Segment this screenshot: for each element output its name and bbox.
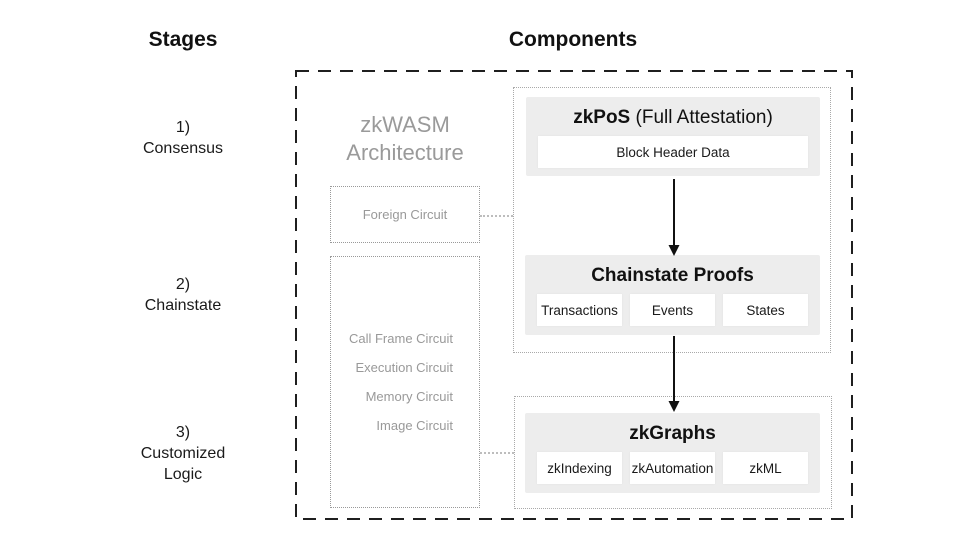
foreign-circuit-box: Foreign Circuit bbox=[330, 186, 480, 243]
stage-name: Consensus bbox=[142, 140, 224, 157]
stage-name: Chainstate bbox=[144, 297, 222, 314]
stages-column-header: Stages bbox=[148, 28, 218, 51]
stage-number: 1) bbox=[175, 119, 191, 136]
events-chip: Events bbox=[630, 294, 715, 326]
foreign-circuit-connector-line bbox=[480, 215, 513, 217]
image-circuit-label: Image Circuit bbox=[376, 418, 453, 433]
stage-number: 2) bbox=[175, 276, 191, 293]
zkgraphs-items-row: zkIndexing zkAutomation zkML bbox=[537, 452, 808, 484]
stage-number: 3) bbox=[175, 424, 191, 441]
stage-label-chainstate: 2) Chainstate bbox=[128, 274, 238, 316]
wasm-circuits-box: Call Frame Circuit Execution Circuit Mem… bbox=[330, 256, 480, 508]
chainstate-proofs-title: Chainstate Proofs bbox=[591, 265, 754, 286]
memory-circuit-label: Memory Circuit bbox=[365, 389, 453, 404]
zkpos-title-bold: zkPoS bbox=[573, 107, 631, 128]
zkml-chip: zkML bbox=[723, 452, 808, 484]
zkpos-panel: zkPoS (Full Attestation) Block Header Da… bbox=[526, 97, 820, 176]
zkwasm-architecture-label: zkWASM Architecture bbox=[346, 112, 464, 165]
zkpos-title-suffix: (Full Attestation) bbox=[630, 107, 773, 128]
transactions-chip: Transactions bbox=[537, 294, 622, 326]
zkindexing-chip: zkIndexing bbox=[537, 452, 622, 484]
zkgraphs-title: zkGraphs bbox=[629, 423, 716, 444]
execution-circuit-label: Execution Circuit bbox=[355, 360, 453, 375]
zkautomation-chip: zkAutomation bbox=[630, 452, 715, 484]
stage-name: Customized Logic bbox=[140, 445, 226, 483]
block-header-data-chip: Block Header Data bbox=[538, 136, 808, 168]
zkpos-items-row: Block Header Data bbox=[538, 136, 808, 168]
call-frame-circuit-label: Call Frame Circuit bbox=[348, 331, 453, 346]
components-column-header: Components bbox=[508, 28, 638, 51]
circuits-zkgraphs-connector-line bbox=[480, 452, 514, 454]
states-chip: States bbox=[723, 294, 808, 326]
stage-label-consensus: 1) Consensus bbox=[128, 117, 238, 159]
zkgraphs-panel: zkGraphs zkIndexing zkAutomation zkML bbox=[525, 413, 820, 493]
zkpos-title: zkPoS (Full Attestation) bbox=[526, 97, 820, 129]
chainstate-proofs-panel: Chainstate Proofs Transactions Events St… bbox=[525, 255, 820, 335]
stage-label-customized-logic: 3) Customized Logic bbox=[128, 422, 238, 485]
chainstate-items-row: Transactions Events States bbox=[537, 294, 808, 326]
foreign-circuit-label: Foreign Circuit bbox=[362, 207, 448, 222]
